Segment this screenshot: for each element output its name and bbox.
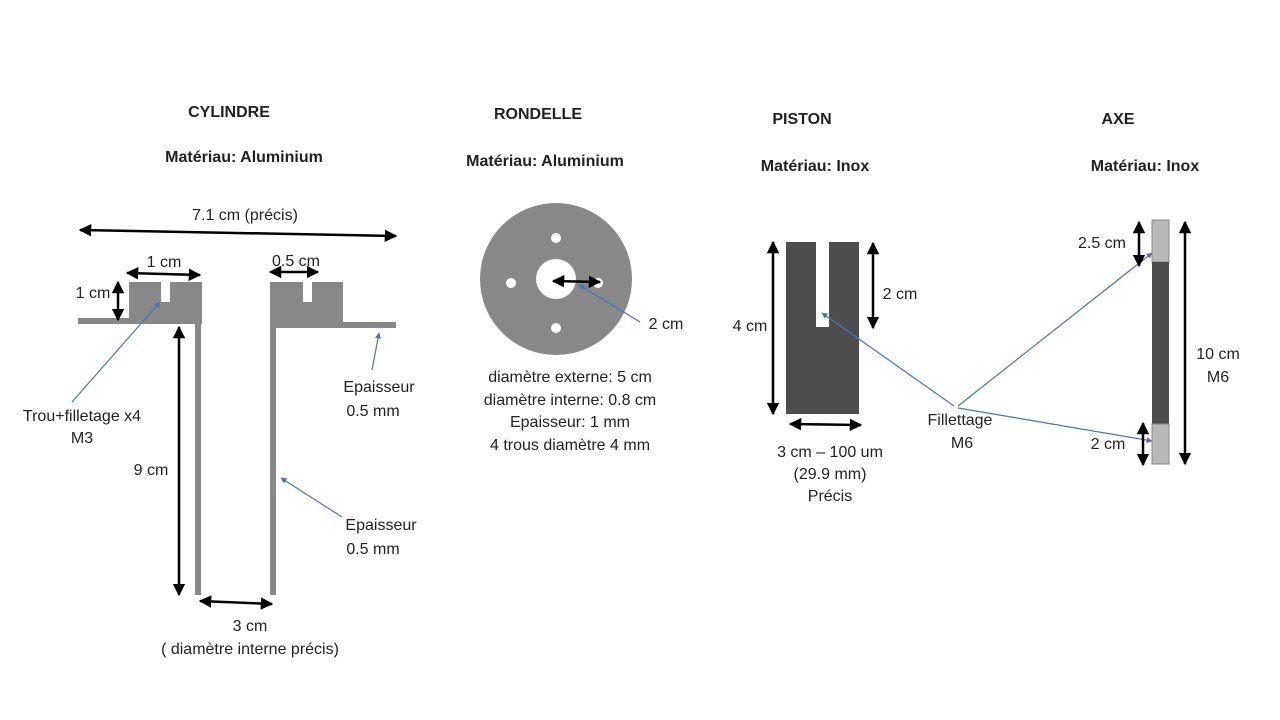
- cylindre-thread-label-1: Trou+filletage x4: [23, 408, 141, 425]
- piston-slot-label: 2 cm: [883, 286, 918, 303]
- piston-material: Matériau: Inox: [761, 158, 870, 175]
- rondelle-section: RONDELLE Matériau: Aluminium 2 cm diamèt…: [466, 106, 683, 454]
- rondelle-hole-left: [506, 278, 516, 288]
- cylindre-dimensions: [78, 223, 398, 610]
- leader-wall-thickness: [280, 477, 343, 518]
- rondelle-spec-3: Epaisseur: 1 mm: [510, 414, 630, 431]
- piston-section: PISTON Matériau: Inox 4 cm 2 cm 3 cm – 1…: [733, 111, 918, 505]
- cylindre-flange-thickness-1: Epaisseur: [343, 379, 415, 396]
- rondelle-spec-2: diamètre interne: 0.8 cm: [484, 392, 657, 409]
- cylindre-inner-label: 3 cm: [233, 618, 268, 635]
- piston-dim-arrow-width: [788, 417, 863, 432]
- cylindre-material: Matériau: Aluminium: [165, 149, 323, 166]
- rondelle-material: Matériau: Aluminium: [466, 153, 624, 170]
- leader-thread-m3: [71, 301, 161, 403]
- leader-to-piston-slot: [821, 312, 955, 407]
- cylindre-slot-width-label: 0.5 cm: [272, 253, 320, 270]
- piston-title: PISTON: [772, 111, 831, 128]
- axe-length-label-1: 10 cm: [1196, 346, 1240, 363]
- cylindre-left-wall: [195, 324, 201, 595]
- rondelle-leader: [578, 284, 641, 323]
- rondelle-center-hole: [536, 259, 576, 299]
- piston-shape: [786, 242, 859, 414]
- cylindre-right-ear: [270, 282, 343, 324]
- rondelle-hole-top: [551, 233, 561, 243]
- rondelle-dim-arrow: [551, 274, 602, 289]
- axe-top-label: 2.5 cm: [1078, 235, 1126, 252]
- cylindre-thread-label-2: M3: [71, 430, 93, 447]
- axe-material: Matériau: Inox: [1091, 158, 1200, 175]
- cylindre-height-label: 9 cm: [134, 462, 169, 479]
- axe-bottom-thread: [1151, 423, 1170, 465]
- rondelle-spec-1: diamètre externe: 5 cm: [488, 369, 652, 386]
- cylindre-shape: [78, 282, 396, 595]
- cylindre-flange-thickness-2: 0.5 mm: [346, 403, 399, 420]
- cylindre-ear-width-label: 1 cm: [147, 254, 182, 271]
- dim-arrow-ear-width: [125, 267, 202, 281]
- piston-width-label-3: Précis: [808, 488, 852, 505]
- dim-arrow-length: [78, 223, 398, 243]
- thread-m6-label-1: Fillettage: [928, 412, 993, 429]
- piston-width-label-2: (29.9 mm): [794, 466, 867, 483]
- cylindre-wall-thickness-2: 0.5 mm: [346, 541, 399, 558]
- axe-top-thread: [1151, 219, 1170, 263]
- cylindre-section: CYLINDRE Matériau: Aluminium 7.1 cm (p: [23, 104, 417, 658]
- leader-to-axe-top: [957, 252, 1153, 407]
- rondelle-shape: [480, 203, 632, 355]
- piston-width-label-1: 3 cm – 100 um: [777, 444, 883, 461]
- axe-bottom-label: 2 cm: [1091, 436, 1126, 453]
- cylindre-leaders: [71, 301, 381, 518]
- dim-arrow-inner: [198, 595, 274, 610]
- cylindre-ear-height-label: 1 cm: [76, 285, 111, 302]
- axe-section: AXE Matériau: Inox 2.5 cm 2 cm 10 cm M6: [1078, 111, 1240, 467]
- axe-body: [1152, 262, 1169, 424]
- leader-flange-thickness: [371, 332, 381, 371]
- cylindre-inner-note: ( diamètre interne précis): [161, 641, 339, 658]
- rondelle-title: RONDELLE: [494, 106, 582, 123]
- cylindre-length-label: 7.1 cm (précis): [192, 207, 298, 224]
- rondelle-spec-4: 4 trous diamètre 4 mm: [490, 437, 650, 454]
- axe-shape: [1151, 219, 1170, 465]
- cylindre-right-flange: [270, 322, 396, 328]
- cylindre-right-wall: [270, 324, 276, 595]
- axe-length-label-2: M6: [1207, 369, 1229, 386]
- cylindre-title: CYLINDRE: [188, 104, 270, 121]
- leader-to-axe-bottom: [957, 407, 1153, 444]
- axe-title: AXE: [1102, 111, 1135, 128]
- thread-m6-leaders: [821, 252, 1153, 444]
- rondelle-hole-bottom: [551, 323, 561, 333]
- rondelle-center-label: 2 cm: [649, 316, 684, 333]
- cylindre-left-ear: [129, 282, 202, 324]
- thread-m6-label-2: M6: [951, 435, 973, 452]
- piston-height-label: 4 cm: [733, 318, 768, 335]
- cylindre-wall-thickness-1: Epaisseur: [345, 517, 417, 534]
